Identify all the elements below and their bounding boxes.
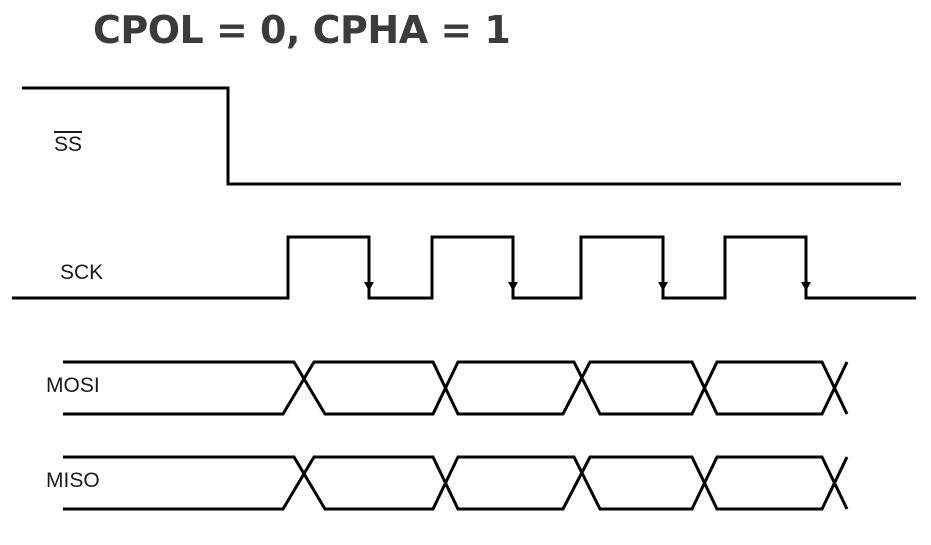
ss-waveform xyxy=(22,86,901,186)
sck-edge-arrows xyxy=(364,250,811,291)
mosi-waveform xyxy=(63,360,849,416)
ss-label: SS xyxy=(54,133,83,156)
sck-waveform xyxy=(12,235,916,300)
diagram-title: CPOL = 0, CPHA = 1 xyxy=(93,8,511,52)
mosi-label: MOSI xyxy=(46,374,100,397)
miso-waveform xyxy=(63,455,849,511)
miso-label: MISO xyxy=(46,469,100,492)
sck-label: SCK xyxy=(60,261,104,284)
